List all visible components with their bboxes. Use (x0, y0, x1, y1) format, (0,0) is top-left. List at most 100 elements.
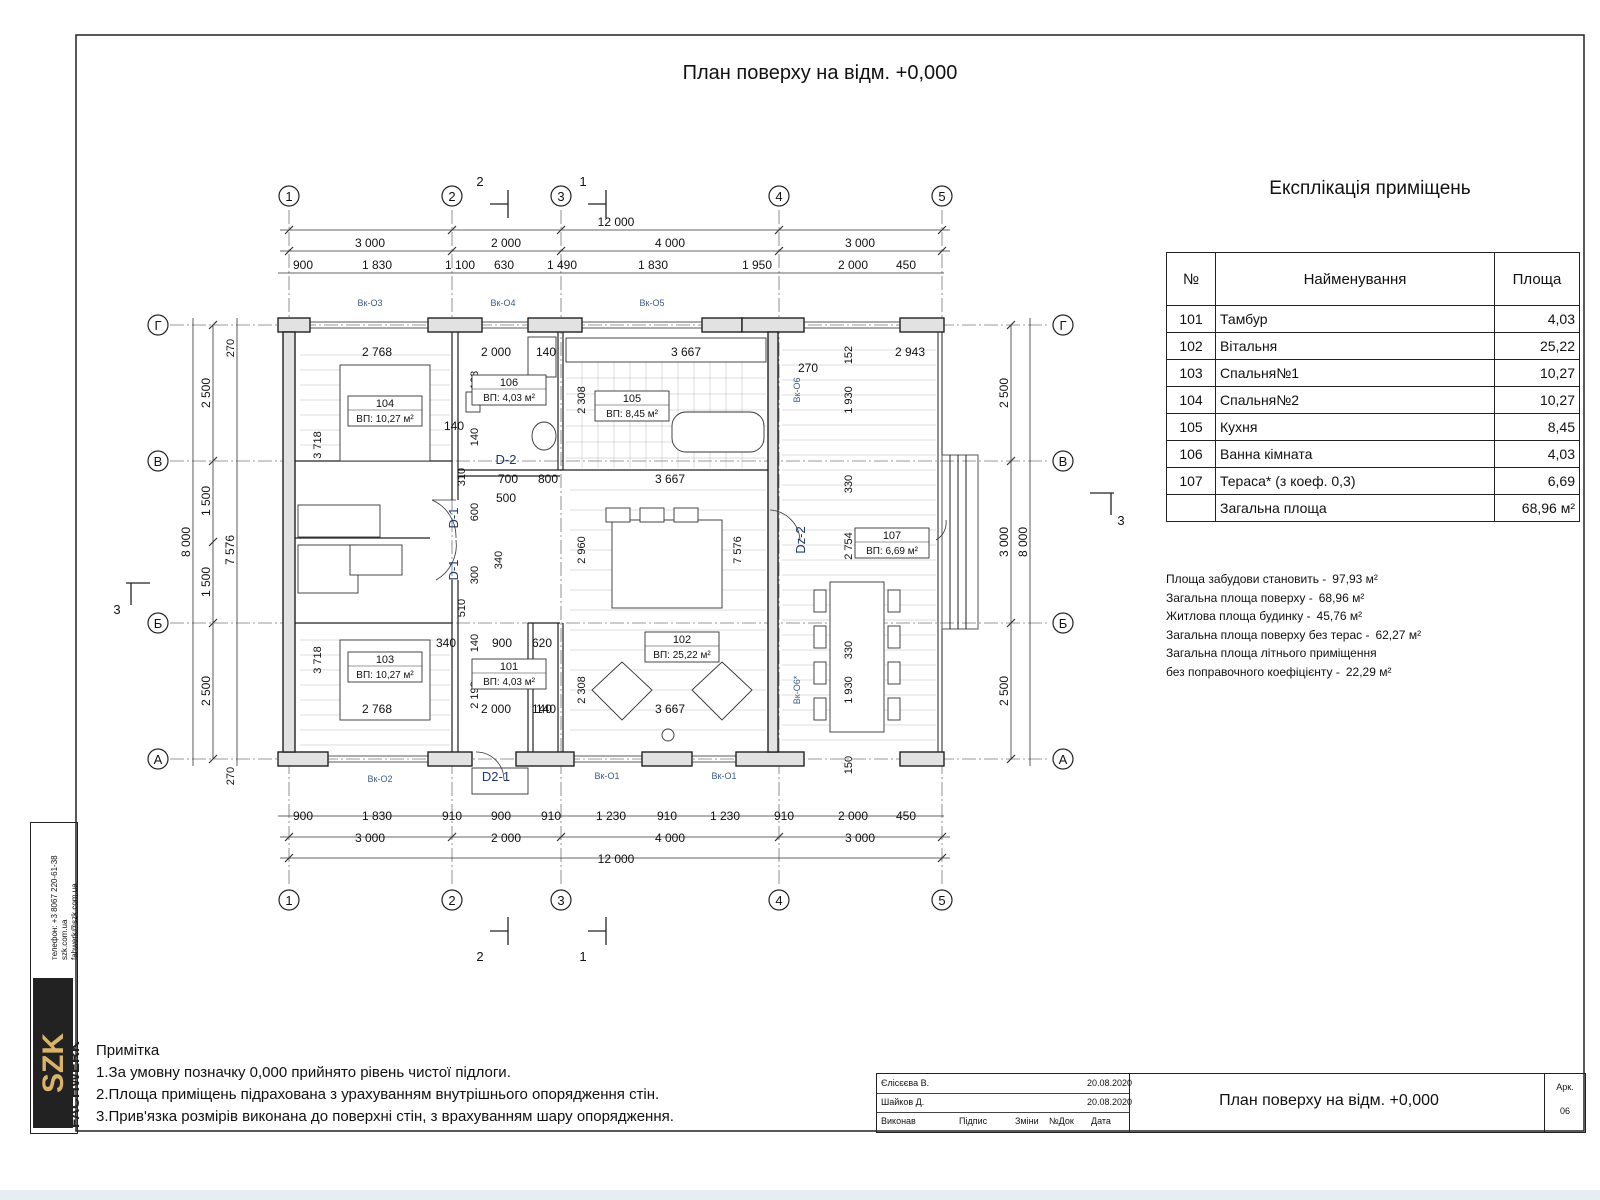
note-item: 3.Прив'язка розмірів виконана до поверхн… (96, 1108, 674, 1125)
grid-axis-label: А (1059, 752, 1068, 767)
dimension-label: 2 500 (997, 676, 1011, 706)
room-name-cell: Тераса* (з коеф. 0,3) (1215, 467, 1495, 495)
dimension-label: 3 667 (671, 345, 701, 359)
stamp-sheet-label: Арк. (1556, 1082, 1574, 1092)
dimension-label: 3 000 (997, 527, 1011, 557)
room-tag (471, 374, 547, 406)
room-area-cell: 8,45 (1494, 413, 1580, 441)
room-area-cell: 10,27 (1494, 359, 1580, 387)
grid-axis-label: 4 (775, 189, 782, 204)
stat-label: Загальна площа літнього приміщення (1166, 646, 1377, 660)
room-area: ВП: 10,27 м² (356, 670, 414, 681)
room-number: 105 (623, 393, 641, 405)
dimension-label: 4 000 (655, 236, 685, 250)
grid-axis-label: А (154, 752, 163, 767)
room-tag (594, 390, 670, 422)
sheet-frame (75, 34, 1585, 1132)
stat-row: Загальна площа поверху без терас -62,27 … (1166, 626, 1421, 645)
room-tag (471, 658, 547, 690)
room-area-cell: 10,27 (1494, 386, 1580, 414)
dimension-label: 620 (532, 636, 552, 650)
dimension-label: 450 (896, 258, 916, 272)
stamp-date: 20.08.2020 (1087, 1097, 1133, 1107)
window-mark: Вк-О1 (595, 771, 620, 781)
dimension-label: 910 (774, 809, 794, 823)
stamp-author-name: Шайков Д. (881, 1097, 925, 1107)
company-email: fahwerk@szk.com.ua (70, 883, 79, 960)
room-name-cell: Кухня (1215, 413, 1495, 441)
grid-axis-bubble (931, 185, 953, 207)
dimension-label: 270 (798, 361, 818, 375)
stat-value: 68,96 м² (1318, 590, 1365, 605)
dimension-label: 2 768 (362, 702, 392, 716)
grid-axis-label: Б (1059, 616, 1068, 631)
column-header-num: № (1166, 252, 1216, 306)
section-mark-label: 3 (113, 602, 120, 617)
room-name-cell: Вітальня (1215, 332, 1495, 360)
room-area-cell: 25,22 (1494, 332, 1580, 360)
stat-label: Житлова площа будинку - (1166, 609, 1311, 623)
dimension-label: 3 000 (355, 831, 385, 845)
dimension-label: 150 (843, 756, 855, 774)
company-logo: SZK (33, 978, 73, 1128)
grid-axis-bubble (1052, 314, 1074, 336)
dimension-label: 2 000 (481, 345, 511, 359)
room-area: ВП: 4,03 м² (483, 677, 536, 688)
dimension-label: 2 000 (838, 809, 868, 823)
grid-axis-bubble (550, 889, 572, 911)
stat-value: 22,29 м² (1345, 664, 1392, 679)
dimension-label: 3 718 (312, 646, 324, 674)
grid-axis-bubble (147, 314, 169, 336)
room-number: 107 (883, 530, 901, 542)
dimension-label: 2 308 (576, 386, 588, 414)
dimension-label: 140 (469, 428, 481, 446)
grid-axis-label: 5 (938, 893, 945, 908)
company-phone: телефон: +3 8067 220-61-38 (50, 855, 59, 960)
dimension-label: 1 490 (547, 258, 577, 272)
stat-row: Житлова площа будинку -45,76 м² (1166, 607, 1421, 626)
dimension-label: 330 (843, 641, 855, 659)
grid-axis-label: 2 (448, 189, 455, 204)
dimension-label: 1 930 (843, 386, 855, 414)
dimension-label: 2 768 (362, 345, 392, 359)
window-mark: Вк-О6 (792, 378, 802, 403)
room-area: ВП: 8,45 м² (606, 409, 659, 420)
room-name-cell: Спальня№1 (1215, 359, 1495, 387)
stat-label: Загальна площа поверху - (1166, 590, 1313, 605)
section-mark-label: 3 (1117, 513, 1124, 528)
notes-title: Примітка (96, 1042, 160, 1059)
dimension-label: 3 000 (845, 831, 875, 845)
dimension-label: 510 (456, 599, 468, 617)
room-number-cell: 106 (1166, 440, 1216, 468)
grid-axis-bubble (147, 748, 169, 770)
grid-axis-bubble (1052, 748, 1074, 770)
stamp-row: Єлісєєва В. 20.08.2020 (877, 1074, 1132, 1094)
grid-axis-bubble (441, 185, 463, 207)
grid-axis-bubble (768, 185, 790, 207)
room-number: 102 (673, 634, 691, 646)
grid-axis-label: Г (1059, 318, 1066, 333)
dimension-label: 1 830 (362, 809, 392, 823)
stat-value: 97,93 м² (1332, 572, 1378, 586)
room-area-cell: 4,03 (1494, 305, 1580, 333)
door-mark: D-1 (446, 560, 461, 581)
dimension-label: 152 (843, 346, 855, 364)
room-number-cell: 102 (1166, 332, 1216, 360)
grid-axis-bubble (278, 185, 300, 207)
window-mark: Вк-О5 (640, 298, 665, 308)
room-area: ВП: 25,22 м² (653, 650, 711, 661)
dimension-label: 8 000 (179, 527, 193, 557)
room-number-cell: 101 (1166, 305, 1216, 333)
note-item: 2.Площа приміщень підрахована з урахуван… (96, 1086, 660, 1103)
door-mark: D-2 (496, 452, 517, 467)
room-area: ВП: 4,03 м² (483, 393, 536, 404)
window-mark: Вк-О4 (491, 298, 516, 308)
stat-row: без поправочного коефіцієнту -22,29 м² (1166, 663, 1421, 682)
room-name-cell: Спальня№2 (1215, 386, 1495, 414)
stamp-row: Шайков Д. 20.08.2020 (877, 1093, 1133, 1113)
